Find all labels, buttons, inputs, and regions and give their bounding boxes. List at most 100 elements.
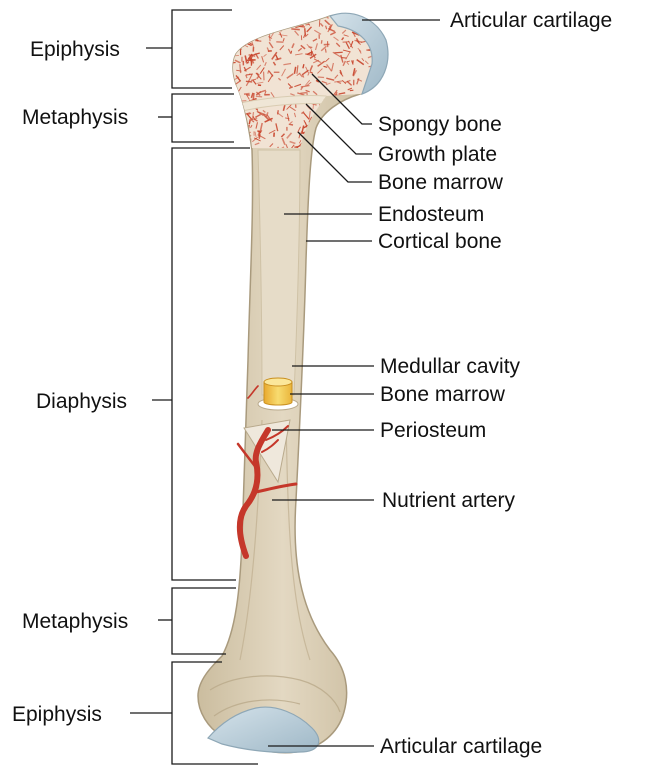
trabecula bbox=[236, 43, 239, 47]
trabecula bbox=[355, 138, 358, 144]
trabecula bbox=[329, 112, 334, 113]
trabecula bbox=[248, 140, 249, 146]
trabecula bbox=[282, 18, 289, 20]
trabecula bbox=[375, 14, 378, 18]
trabecula bbox=[361, 108, 366, 111]
label-nutrient-artery: Nutrient artery bbox=[382, 489, 516, 512]
trabecula bbox=[324, 136, 328, 137]
trabecula bbox=[241, 145, 247, 148]
bone-marrow-plug-top bbox=[264, 378, 292, 386]
trabecula bbox=[370, 144, 377, 146]
trabecula bbox=[235, 24, 243, 27]
trabecula bbox=[359, 104, 364, 108]
trabecula bbox=[235, 37, 238, 45]
label-diaphysis: Diaphysis bbox=[36, 390, 127, 413]
trabecula bbox=[237, 114, 243, 118]
trabecula bbox=[365, 103, 371, 109]
trabecula bbox=[287, 26, 288, 29]
trabecula bbox=[235, 121, 237, 128]
trabecula bbox=[329, 142, 336, 144]
trabecula bbox=[344, 101, 345, 104]
trabecula bbox=[277, 22, 279, 26]
trabecula bbox=[233, 117, 234, 124]
trabecula bbox=[243, 29, 246, 31]
trabecula bbox=[234, 121, 237, 123]
trabecula bbox=[244, 140, 250, 146]
trabecula bbox=[376, 97, 379, 101]
trabecula bbox=[249, 35, 252, 38]
trabecula bbox=[229, 57, 232, 61]
medullary-cavity bbox=[258, 150, 300, 395]
trabecula bbox=[332, 120, 336, 122]
trabecula bbox=[240, 64, 241, 73]
trabecula bbox=[248, 36, 252, 38]
trabecula bbox=[321, 130, 326, 132]
trabecula bbox=[256, 34, 258, 38]
label-metaphysis-bottom: Metaphysis bbox=[22, 610, 128, 633]
trabecula bbox=[245, 37, 252, 42]
metaphysis-bottom-bracket bbox=[172, 588, 236, 654]
trabecula bbox=[270, 34, 271, 41]
trabecula bbox=[358, 98, 365, 100]
trabecula bbox=[373, 123, 377, 124]
trabecula bbox=[335, 140, 338, 146]
trabecula bbox=[292, 24, 298, 25]
trabecula bbox=[349, 138, 350, 147]
label-bone-marrow-top: Bone marrow bbox=[378, 171, 504, 194]
trabecula bbox=[248, 16, 255, 20]
trabecula bbox=[251, 22, 252, 26]
trabecula bbox=[377, 103, 380, 110]
trabecula bbox=[353, 98, 356, 99]
trabecula bbox=[376, 104, 377, 112]
trabecula bbox=[300, 93, 306, 94]
trabecula bbox=[350, 90, 354, 91]
trabecula bbox=[350, 133, 353, 134]
trabecula bbox=[238, 17, 243, 18]
left-labels: Epiphysis Metaphysis Diaphysis Metaphysi… bbox=[12, 38, 128, 726]
trabecula bbox=[243, 17, 244, 25]
trabecula bbox=[354, 99, 355, 107]
trabecula bbox=[291, 29, 300, 30]
trabecula bbox=[334, 52, 342, 53]
trabecula bbox=[303, 64, 304, 68]
trabecula bbox=[358, 144, 360, 150]
trabecula bbox=[242, 120, 247, 121]
trabecula bbox=[304, 15, 311, 19]
trabecula bbox=[244, 23, 248, 26]
trabecula bbox=[236, 97, 240, 99]
trabecula bbox=[255, 34, 256, 37]
trabecula bbox=[348, 119, 352, 122]
label-spongy-bone: Spongy bone bbox=[378, 113, 502, 136]
trabecula bbox=[229, 131, 233, 132]
trabecula bbox=[363, 108, 368, 110]
trabecula bbox=[232, 96, 233, 100]
trabecula bbox=[325, 49, 326, 53]
trabecula bbox=[249, 119, 250, 124]
trabecula bbox=[235, 39, 240, 46]
trabecula bbox=[329, 122, 332, 125]
trabecula bbox=[246, 16, 252, 22]
trabecula bbox=[278, 110, 279, 114]
trabecula bbox=[347, 138, 352, 144]
trabecula bbox=[323, 135, 327, 138]
trabecula bbox=[265, 17, 271, 21]
trabecula bbox=[233, 23, 239, 24]
trabecula bbox=[255, 19, 256, 25]
label-endosteum: Endosteum bbox=[378, 203, 484, 226]
trabecula bbox=[353, 60, 354, 63]
trabecula bbox=[341, 108, 344, 109]
trabecula bbox=[305, 24, 309, 25]
trabecula bbox=[244, 136, 247, 138]
trabecula bbox=[236, 127, 240, 133]
trabecula bbox=[256, 27, 262, 32]
trabecula bbox=[250, 18, 257, 21]
trabecula bbox=[249, 16, 256, 21]
trabecula bbox=[240, 139, 247, 142]
trabecula bbox=[349, 139, 357, 141]
label-epiphysis-bottom: Epiphysis bbox=[12, 703, 102, 726]
label-bone-marrow-mid: Bone marrow bbox=[380, 383, 506, 406]
trabecula bbox=[328, 145, 332, 147]
trabecula bbox=[255, 15, 256, 22]
trabecula bbox=[342, 128, 347, 132]
